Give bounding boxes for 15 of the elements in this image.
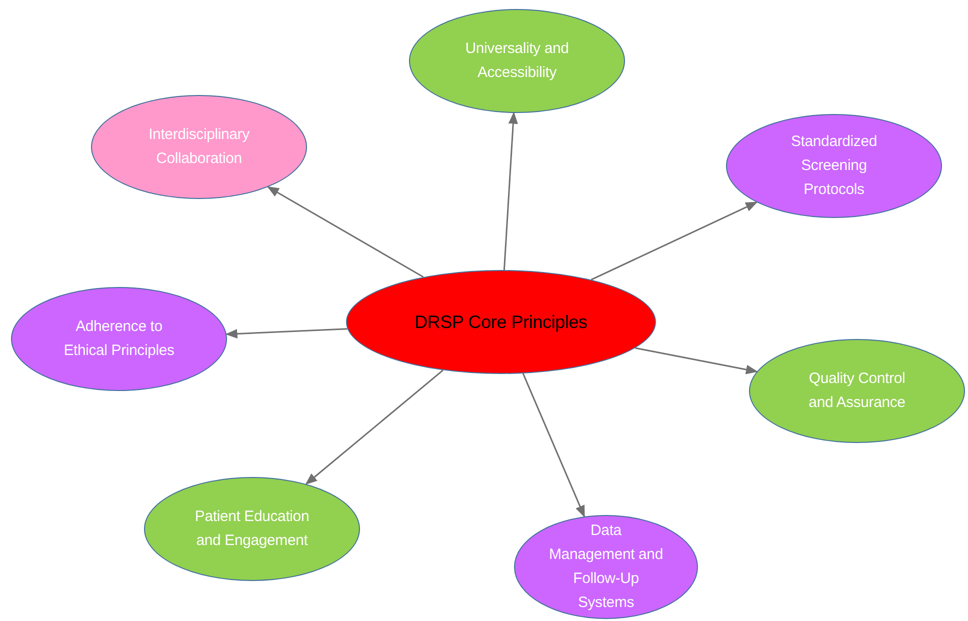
arrow	[503, 112, 518, 270]
arrow	[635, 347, 758, 374]
node-label: Adherence to Ethical Principles	[62, 317, 176, 361]
node-label: Interdisciplinary Collaboration	[148, 125, 250, 169]
node-label: DRSP Core Principles	[414, 311, 588, 334]
arrow	[225, 328, 348, 339]
arrow	[305, 370, 444, 485]
arrow	[522, 373, 586, 518]
node-label: Quality Control and Assurance	[808, 369, 906, 413]
arrow	[266, 186, 424, 278]
node-label: Universality and Accessibility	[464, 39, 570, 83]
arrow	[590, 202, 758, 280]
node-label: Patient Education and Engagement	[194, 507, 310, 551]
node-label: Standardized Screening Protocols	[790, 132, 878, 200]
node-label: Data Management and Follow-Up Systems	[548, 521, 664, 613]
